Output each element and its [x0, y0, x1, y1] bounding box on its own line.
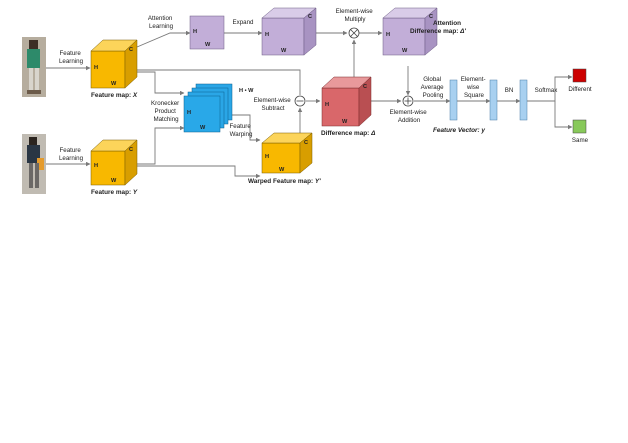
- label-elementwise-square: Element- wise Square: [461, 76, 488, 99]
- dim-w-exp: W: [281, 48, 287, 54]
- label-elementwise-subtract: Element-wise Subtract: [254, 97, 293, 112]
- label-different: Different: [568, 86, 592, 93]
- label-bn: BN: [505, 87, 514, 94]
- dim-c-diff: C: [363, 84, 367, 90]
- label-feature-learning-bottom: Feature Learning: [59, 147, 84, 162]
- caption-feature-map-y: Feature map: Y: [91, 189, 138, 196]
- dim-h-exp: H: [265, 32, 269, 38]
- dim-c-warp: C: [304, 140, 308, 146]
- person-image-bottom: [22, 134, 46, 194]
- label-global-average-pooling: Global Average Pooling: [421, 76, 446, 99]
- cube-feature-map-x: H W C: [90, 39, 138, 89]
- label-feature-warping: Feature Warping: [229, 123, 252, 138]
- square-vector-bar: [489, 79, 498, 121]
- cube-difference-map: H W C: [321, 76, 372, 127]
- kronecker-stack: H W H • W: [183, 83, 254, 133]
- dim-h-x: H: [94, 65, 98, 71]
- caption-attention-difference-map: Difference map: Δ': [410, 28, 466, 35]
- dim-w-warp: W: [279, 167, 285, 173]
- dim-w-att: W: [205, 42, 211, 48]
- dim-w-attdiff: W: [402, 48, 408, 54]
- dim-c-exp: C: [308, 14, 312, 20]
- caption-warped-feature-map: Warped Feature map: Y': [248, 178, 321, 185]
- label-softmax: Softmax: [535, 87, 559, 94]
- multiply-operator-icon: [348, 27, 360, 39]
- dim-h-kron: H: [187, 110, 191, 116]
- caption-feature-map-x: Feature map: X: [91, 92, 138, 99]
- dim-w-kron: W: [200, 125, 206, 131]
- gap-vector-bar: [449, 79, 458, 121]
- addition-operator-icon: [402, 95, 414, 107]
- cube-feature-map-y: H W C: [90, 139, 138, 186]
- subtract-operator-icon: [294, 95, 306, 107]
- cube-warped-feature-map: H W C: [261, 132, 313, 174]
- connectors: [46, 30, 573, 179]
- cube-expanded-attention: H W C: [261, 7, 317, 56]
- label-elementwise-addition: Element-wise Addition: [390, 109, 429, 124]
- dim-h-y: H: [94, 163, 98, 169]
- dim-hw-kron: H • W: [239, 88, 254, 94]
- dim-h-att: H: [193, 29, 197, 35]
- cube-attention-difference-map: H W C: [382, 7, 438, 56]
- label-feature-learning-top: Feature Learning: [59, 50, 84, 65]
- dim-w-y: W: [111, 178, 117, 184]
- output-different-box: [572, 68, 587, 83]
- label-attention-learning: Attention Learning: [148, 15, 174, 30]
- dim-c-y: C: [129, 147, 133, 153]
- label-elementwise-multiply: Element-wise Multiply: [336, 8, 375, 23]
- label-same: Same: [572, 137, 589, 144]
- dim-w-x: W: [111, 81, 117, 87]
- dim-c-x: C: [129, 47, 133, 53]
- dim-h-attdiff: H: [386, 32, 390, 38]
- person-image-top: [22, 37, 46, 97]
- caption-attention-title: Attention: [433, 20, 461, 27]
- bn-vector-bar: [519, 79, 528, 121]
- dim-w-diff: W: [342, 119, 348, 125]
- label-kronecker: Kronecker Product Matching: [151, 100, 181, 123]
- caption-feature-vector: Feature Vector: y: [433, 127, 485, 134]
- dim-h-diff: H: [325, 102, 329, 108]
- caption-difference-map: Difference map: Δ: [321, 130, 375, 137]
- dim-h-warp: H: [265, 154, 269, 160]
- dim-c-attdiff: C: [429, 14, 433, 20]
- output-same-box: [572, 119, 587, 134]
- attention-map-box: H W: [189, 15, 225, 50]
- label-expand: Expand: [233, 19, 255, 26]
